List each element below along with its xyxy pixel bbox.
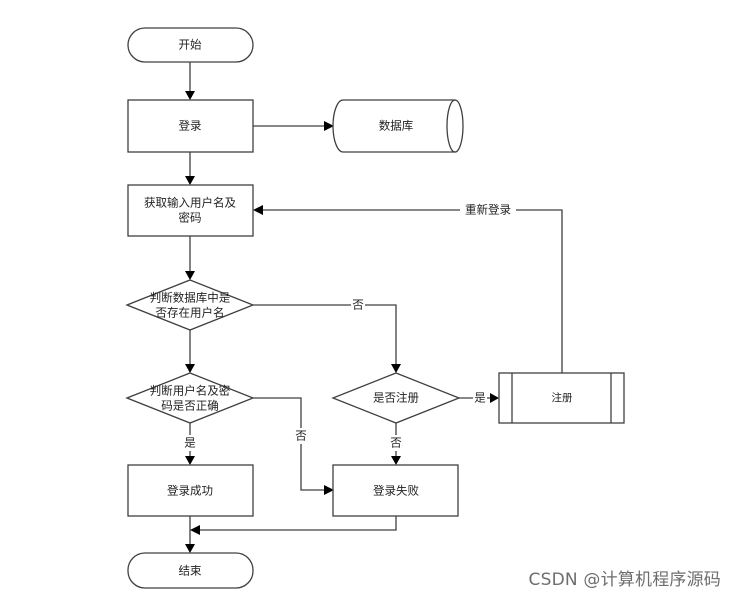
terminator-shape [127,27,254,63]
edge-fail-end [199,516,397,531]
node-ask-register-label: 是否注册 [373,391,419,405]
arrowhead [391,364,401,373]
arrowhead [185,544,195,553]
edge-register-input [262,209,563,373]
label-bg [389,435,403,451]
node-start: 开始 [127,27,254,63]
subprocess-shape [498,372,625,424]
node-get-input: 获取输入用户名及 密码 [127,184,254,237]
node-login-fail: 登录失败 [332,464,459,517]
node-check-user-label-2: 否存在用户名 [156,306,225,320]
node-get-input-label-1: 获取输入用户名及 [144,196,236,210]
node-get-input-label-2: 密码 [179,211,202,225]
node-database: 数据库 [332,99,464,153]
node-database-label: 数据库 [379,119,414,133]
node-check-user: 判断数据库中是 否存在用户名 [125,279,255,331]
arrowhead [185,456,195,465]
node-end-label: 结束 [179,564,202,578]
process-shape [332,464,459,517]
node-register-label: 注册 [552,391,573,404]
edge-label-pass-correct: 是 [184,436,196,450]
arrowhead [185,176,195,185]
cylinder-end [446,99,456,153]
arrowhead [391,456,401,465]
decision-shape [125,372,255,424]
arrowhead [253,205,263,215]
node-end: 结束 [127,552,254,589]
edge-label-relogin: 重新登录 [465,203,511,217]
arrowhead [185,91,195,100]
node-register: 注册 [498,372,625,424]
node-login-label: 登录 [179,119,202,133]
arrowhead [324,485,334,495]
arrowhead [185,364,195,373]
node-start-label: 开始 [179,38,202,52]
watermark: CSDN @计算机程序源码 [528,570,721,590]
label-bg [294,428,308,444]
decision-shape [125,279,255,331]
edge-label-user-not-exist: 否 [352,298,364,312]
node-check-user-label-1: 判断数据库中是 [150,291,231,305]
node-login-success: 登录成功 [127,464,254,517]
label-bg [473,390,487,406]
process-shape [127,99,254,153]
node-login-success-label: 登录成功 [167,484,213,498]
node-ask-register: 是否注册 [331,372,461,424]
node-login-fail-label: 登录失败 [373,484,419,498]
terminator-shape [127,552,254,589]
decision-shape [331,372,461,424]
process-shape [127,184,254,237]
edge-labels: 重新登录 否 否 是 是 否 [183,202,516,451]
process-shape [127,464,254,517]
edge-checkpass-fail [253,397,325,491]
label-bg [351,297,365,313]
arrowhead [324,121,334,131]
node-check-pass-label-2: 码是否正确 [161,399,219,413]
edge-checkuser-askregister [253,304,397,365]
node-check-pass: 判断用户名及密 码是否正确 [125,372,255,424]
label-bg [183,435,197,451]
arrowhead [190,525,200,535]
edge-label-register-no: 否 [390,436,402,450]
arrowhead [490,393,499,403]
node-check-pass-label-1: 判断用户名及密 [150,384,231,398]
arrowhead [185,271,195,280]
node-login: 登录 [127,99,254,153]
edge-label-register-yes: 是 [474,391,486,405]
edge-label-pass-incorrect: 否 [295,429,307,443]
label-bg [460,202,516,218]
